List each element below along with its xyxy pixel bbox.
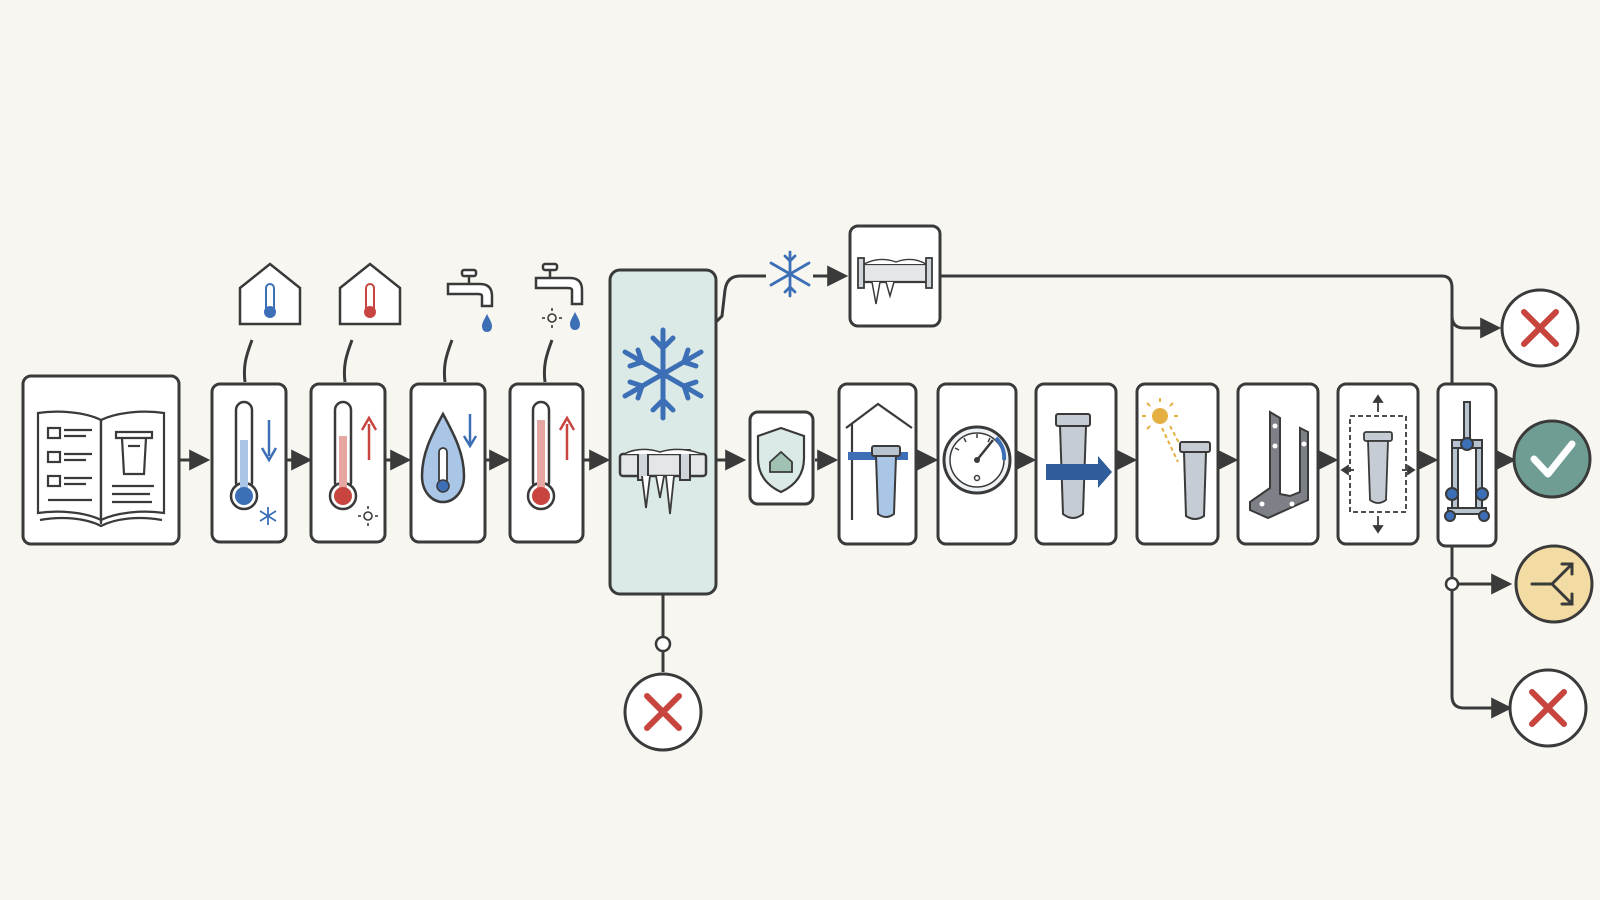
outcome-fail-freeze [623, 672, 703, 752]
thermometer-cold-icon [229, 400, 278, 511]
arrow-valve-fail-bottom [1450, 590, 1513, 719]
x-icon [1529, 689, 1567, 727]
node-cold-temp [210, 382, 288, 544]
check-icon [1530, 440, 1576, 478]
faucet-drip-icon [446, 268, 494, 332]
thermometer-hot-icon [526, 400, 576, 511]
node-flow-direction [1034, 382, 1118, 546]
filter-flow-arrow-icon [1046, 413, 1112, 519]
node-hot-temp [508, 382, 585, 544]
mounting-bracket-icon [1249, 410, 1309, 520]
outcome-split [1514, 544, 1594, 624]
x-icon [1521, 309, 1559, 347]
node-indoor [748, 410, 815, 506]
outcome-success [1512, 419, 1592, 499]
node-bracket [1236, 382, 1320, 546]
line-frozenpipe-trunk [940, 274, 1454, 572]
x-icon [644, 693, 682, 731]
snowflake-small-icon [259, 507, 277, 525]
frozen-pipe-box [848, 224, 942, 328]
snowflake-icon [769, 250, 811, 298]
lead-warm [342, 339, 354, 383]
node-indoor-install [837, 382, 918, 546]
outcome-fail-bottom [1508, 668, 1588, 748]
open-manual-icon [36, 410, 166, 528]
connectors [178, 265, 1517, 719]
filter-clearance-icon [1340, 394, 1416, 534]
lead-drop [442, 339, 454, 383]
snowflake-large-icon [622, 327, 704, 421]
home-shield-icon [756, 426, 806, 494]
valve-bypass-icon [1444, 401, 1490, 522]
node-clearance [1336, 382, 1420, 546]
pressure-gauge-icon [942, 425, 1012, 495]
house-cold-icon [238, 262, 302, 326]
house-filter-icon [845, 402, 913, 520]
lead-freeze-up [714, 274, 766, 324]
frozen-pipe-icon [857, 257, 933, 305]
lead-hot [542, 339, 554, 383]
node-pressure [936, 382, 1018, 546]
outcome-fail-top [1500, 288, 1580, 368]
split-icon [1530, 562, 1574, 606]
frozen-pipe-icon [618, 448, 708, 515]
faucet-sun-drip-icon [534, 262, 584, 330]
junction-dot-freeze [654, 635, 672, 653]
node-water-drop [409, 382, 487, 544]
sun-small-icon [358, 506, 378, 526]
lead-cold [242, 339, 254, 383]
arrow-trunk-fail-top [1450, 315, 1502, 339]
node-warm-temp [309, 382, 387, 544]
node-manual [21, 374, 181, 546]
thermometer-warm-icon [328, 400, 378, 511]
junction-dot-valve [1444, 576, 1460, 592]
node-sunlight [1135, 382, 1220, 546]
node-valves [1436, 382, 1498, 548]
house-warm-icon [338, 262, 402, 326]
filter-sunlight-icon [1142, 398, 1211, 520]
node-freeze-check [608, 268, 718, 596]
water-drop-temp-icon [420, 411, 478, 504]
